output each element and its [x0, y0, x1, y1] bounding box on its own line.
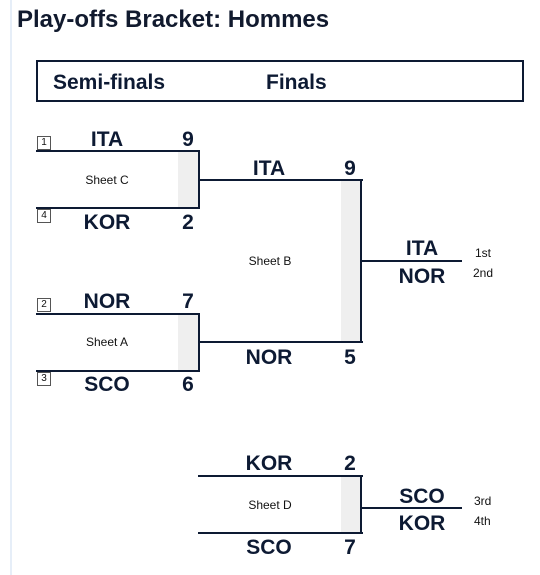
match-shade: [178, 314, 198, 371]
bracket-line: [36, 370, 200, 372]
bracket-line: [36, 207, 200, 209]
round-header: Semi-finals Finals: [36, 60, 524, 102]
team-name: KOR: [83, 211, 131, 234]
team-score: 7: [182, 290, 194, 313]
team-name: ITA: [90, 128, 124, 151]
place-label-second: 2nd: [473, 266, 494, 280]
team-name: ITA: [252, 157, 286, 180]
place-label-fourth: 4th: [474, 514, 491, 528]
place-label-first: 1st: [475, 246, 492, 260]
seed-badge: 2: [37, 298, 51, 312]
sheet-label: Sheet B: [248, 254, 292, 268]
result-line: [362, 507, 462, 509]
match-shade: [341, 181, 361, 342]
sheet-label: Sheet C: [85, 173, 129, 187]
bracket-line: [198, 179, 363, 181]
team-score: 9: [182, 128, 194, 151]
place-label-third: 3rd: [474, 494, 492, 508]
team-name: SCO: [84, 373, 130, 396]
result-team-second: NOR: [398, 265, 446, 288]
round-label-finals: Finals: [266, 71, 327, 94]
team-score: 6: [182, 373, 194, 396]
seed-badge: 3: [37, 372, 51, 386]
match-shade: [178, 151, 198, 208]
bracket-line: [198, 532, 363, 534]
team-score: 9: [344, 157, 356, 180]
bracket-line: [36, 150, 200, 152]
round-label-semifinals: Semi-finals: [53, 71, 166, 94]
team-name: KOR: [245, 452, 293, 475]
result-team-first: ITA: [405, 237, 439, 260]
team-score: 7: [344, 536, 356, 559]
seed-badge: 1: [37, 136, 51, 150]
result-line: [362, 260, 462, 262]
page-frame: [10, 0, 540, 575]
page-title: Play-offs Bracket: Hommes: [17, 6, 330, 33]
team-score: 2: [344, 452, 356, 475]
bracket-line: [198, 475, 363, 477]
bracket-line: [198, 341, 363, 343]
team-name: NOR: [83, 290, 131, 313]
result-team-third: SCO: [399, 485, 445, 508]
team-name: SCO: [246, 536, 292, 559]
bracket-line: [360, 179, 362, 343]
team-score: 5: [344, 346, 356, 369]
team-name: NOR: [245, 346, 293, 369]
bracket-line: [36, 313, 200, 315]
team-score: 2: [182, 211, 194, 234]
match-shade: [341, 477, 361, 533]
seed-badge: 4: [37, 209, 51, 223]
bracket-line: [360, 475, 362, 534]
result-team-fourth: KOR: [398, 512, 446, 535]
sheet-label: Sheet A: [85, 335, 129, 349]
sheet-label: Sheet D: [248, 498, 292, 512]
